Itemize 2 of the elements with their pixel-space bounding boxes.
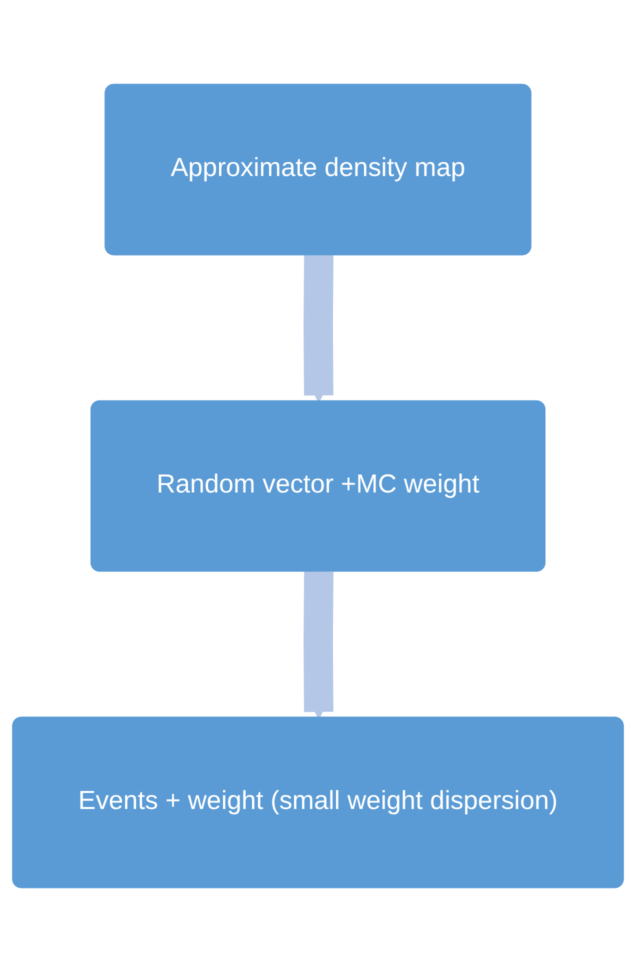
arrow xyxy=(304,252,334,403)
arrow xyxy=(304,569,334,720)
